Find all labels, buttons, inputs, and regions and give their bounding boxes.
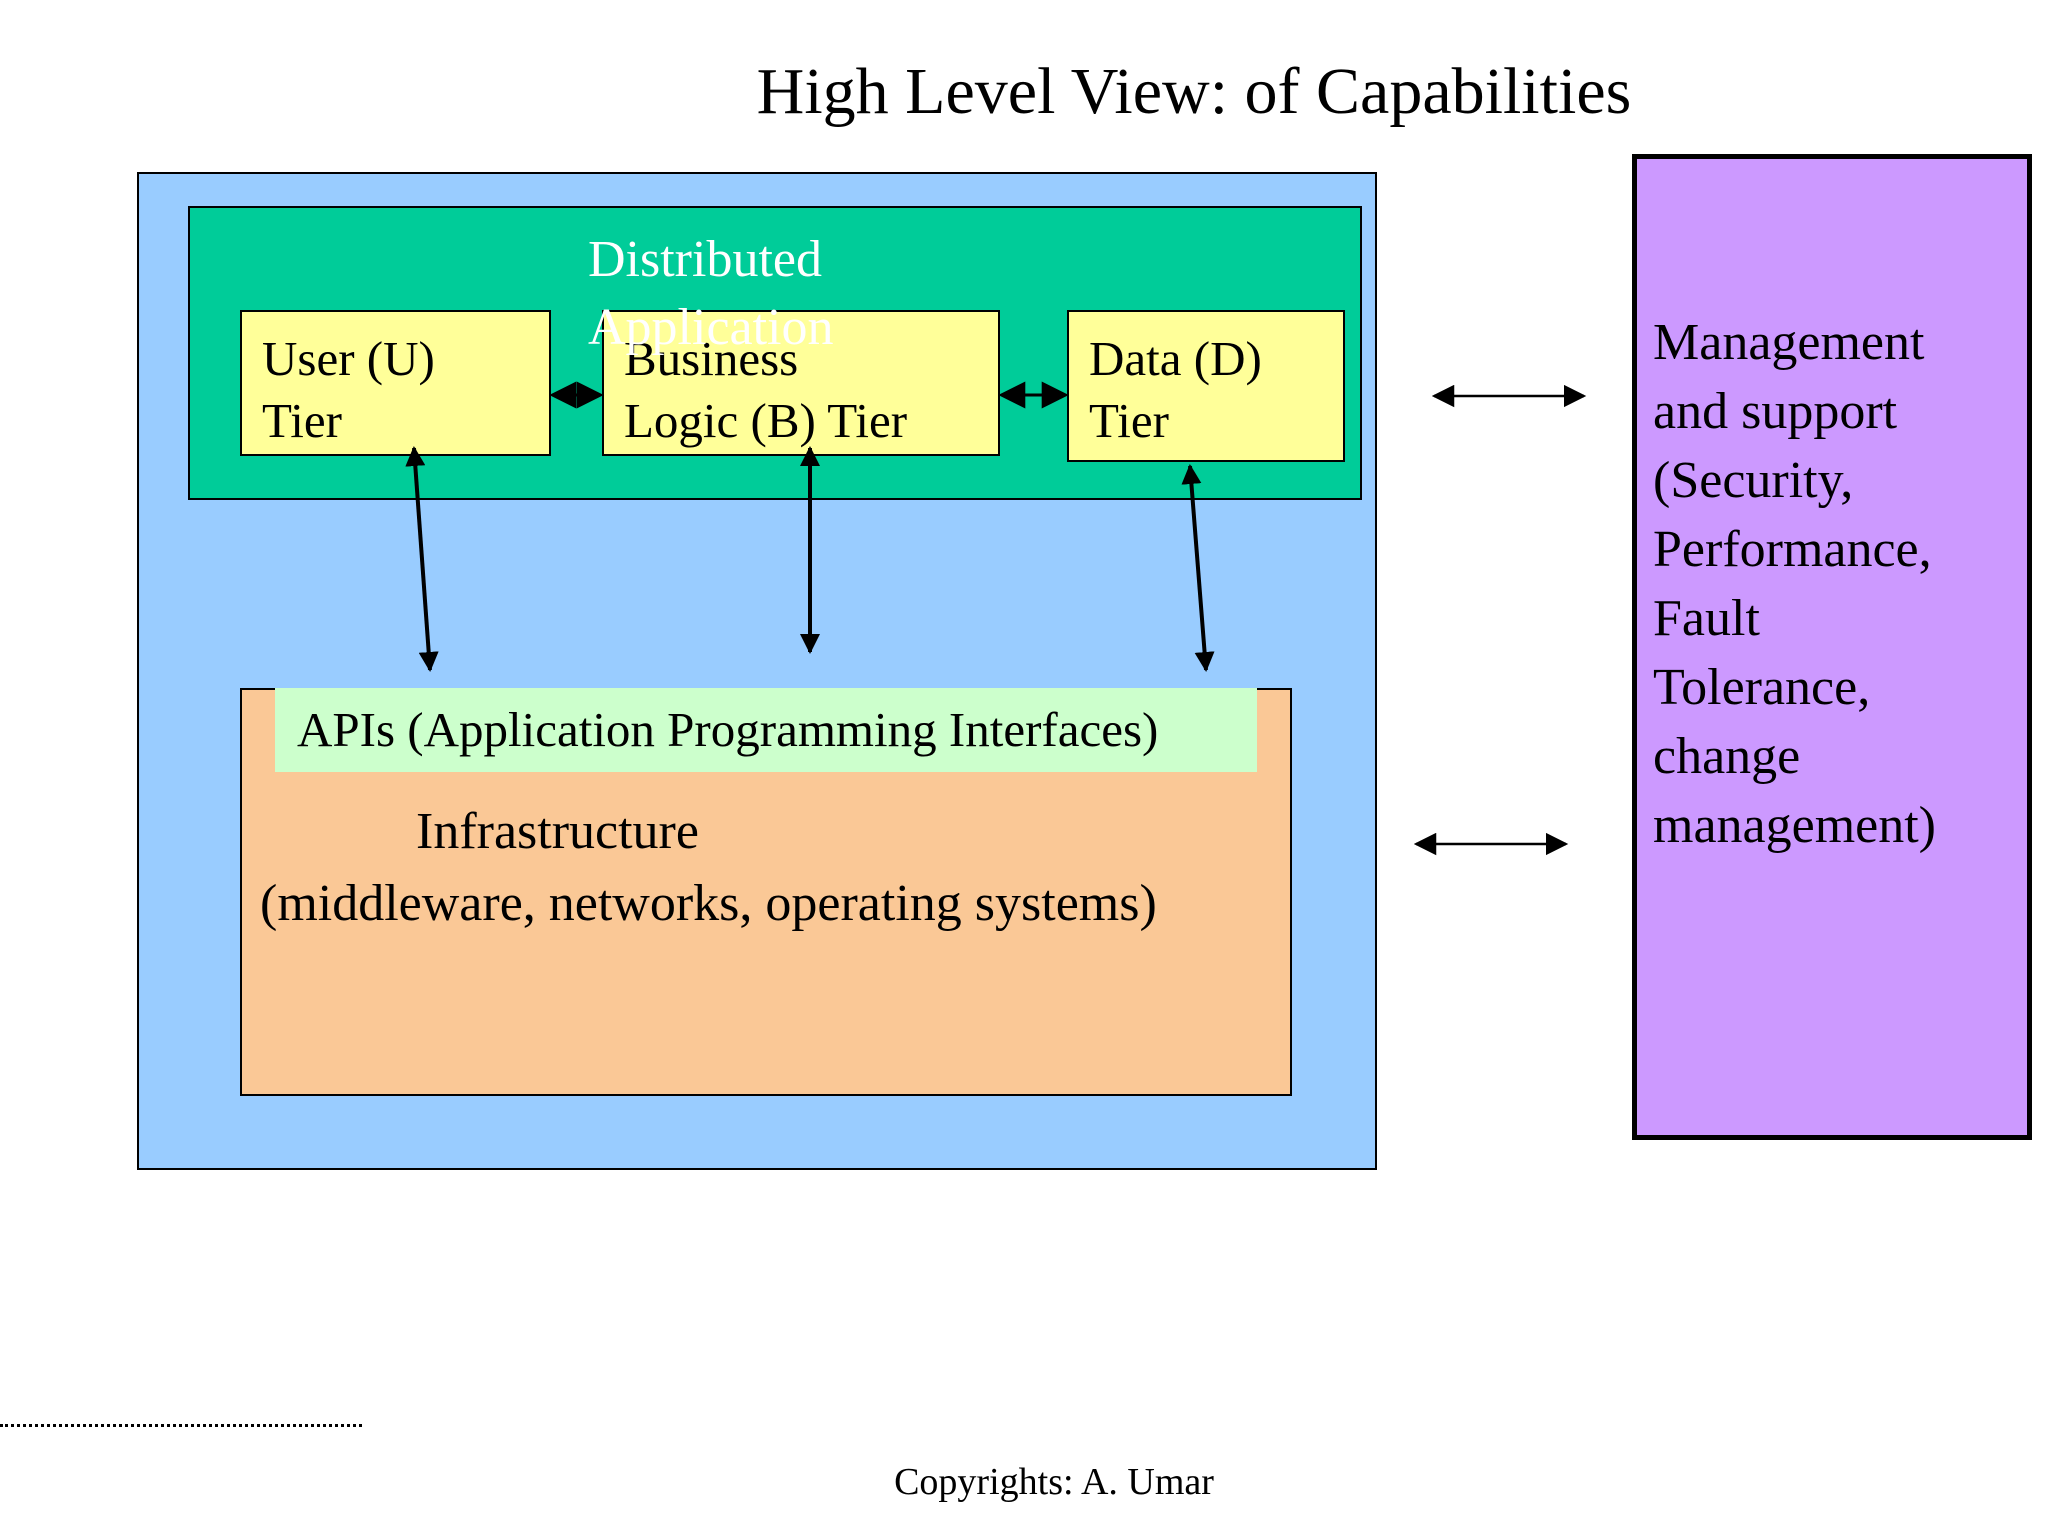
- infrastructure-title: Infrastructure: [416, 803, 699, 860]
- distributed-application-label: Distributed Application: [588, 226, 888, 362]
- management-support-box: [1632, 154, 2032, 1140]
- business-tier-line1: Business: [624, 331, 799, 386]
- data-tier-line2: Tier: [1089, 393, 1169, 448]
- business-tier-line2: Logic (B) Tier: [624, 393, 908, 448]
- management-line: (Security,: [1653, 452, 1854, 509]
- slide-title: High Level View: of Capabilities: [756, 55, 1632, 128]
- user-tier-line1: User (U): [262, 331, 435, 386]
- footer-dotted-line: [0, 1424, 362, 1427]
- infrastructure-subtitle: (middleware, networks, operating systems…: [260, 875, 1157, 932]
- management-line: Fault: [1653, 590, 1760, 647]
- management-line: and support: [1653, 383, 1898, 440]
- management-support-text: Management and support (Security, Perfor…: [1653, 308, 2023, 860]
- distributed-label-line2: Application: [588, 299, 834, 356]
- management-line: change: [1653, 728, 1801, 785]
- distributed-label-line1: Distributed: [588, 231, 822, 288]
- management-line: Management: [1653, 314, 1925, 371]
- management-line: management): [1653, 797, 1936, 854]
- user-tier-box: User (U) Tier: [240, 310, 551, 456]
- data-tier-line1: Data (D): [1089, 331, 1262, 386]
- copyright-text: Copyrights: A. Umar: [894, 1461, 1214, 1503]
- management-line: Performance,: [1653, 521, 1932, 578]
- data-tier-box: Data (D) Tier: [1067, 310, 1345, 462]
- user-tier-line2: Tier: [262, 393, 342, 448]
- management-line: Tolerance,: [1653, 659, 1871, 716]
- api-strip: APIs (Application Programming Interfaces…: [275, 688, 1257, 772]
